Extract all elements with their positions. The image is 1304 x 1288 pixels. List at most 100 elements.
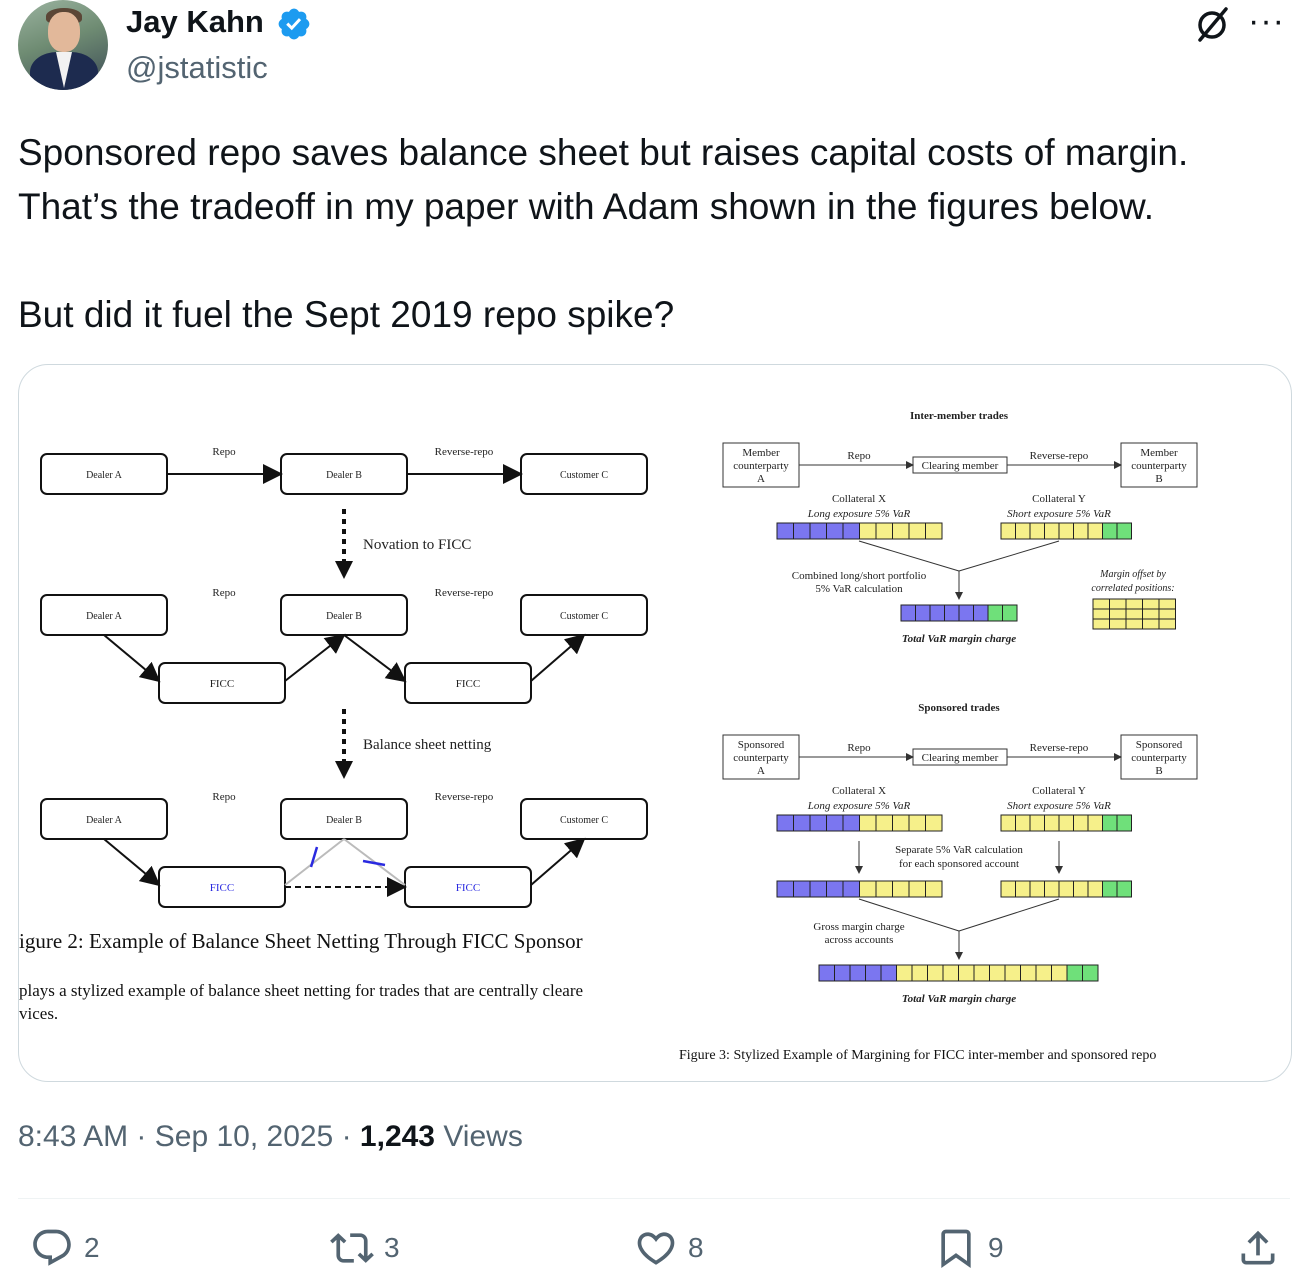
short-exposure: Short exposure 5% VaR [1007, 508, 1111, 520]
bar-cell [1066, 964, 1083, 982]
dealer-a-label: Dealer A [86, 815, 123, 826]
reverse-repo-label: Reverse-repo [435, 791, 494, 803]
bar-cell [927, 964, 944, 982]
separate-short-bar [1000, 880, 1132, 898]
bar-cell [880, 964, 897, 982]
bar-cell [1029, 814, 1045, 832]
tweet-time[interactable]: 8:43 AM [18, 1120, 129, 1153]
tweet-date[interactable]: Sep 10, 2025 [154, 1120, 334, 1153]
like-count: 8 [688, 1232, 704, 1263]
bar-cell [809, 522, 827, 540]
total-var-label: Total VaR margin charge [902, 633, 1016, 645]
combined-label: Combined long/short portfolio [792, 570, 927, 582]
sponsored-cp-b: B [1155, 765, 1162, 777]
tweet-text: Sponsored repo saves balance sheet but r… [18, 132, 1189, 335]
bar-cell [834, 964, 851, 982]
tweet-image[interactable]: Repo Reverse-repo Dealer A Dealer B Cust… [18, 364, 1292, 1082]
like-icon [637, 1232, 675, 1265]
sponsored-cp-a: counterparty [733, 752, 789, 764]
bar-cell [973, 604, 989, 622]
bar-cell [1035, 964, 1052, 982]
bar-cell [1102, 880, 1118, 898]
sponsored-cp-b: Sponsored [1136, 739, 1183, 751]
offset-grid [1092, 598, 1176, 610]
separate-label: for each sponsored account [899, 858, 1019, 870]
grok-icon[interactable] [1192, 4, 1232, 44]
author-name[interactable]: Jay Kahn [126, 4, 264, 39]
figure-3-margining: Inter-member trades Member counterparty … [679, 410, 1198, 1063]
dealer-a-label: Dealer A [86, 611, 123, 622]
ficc-label: FICC [456, 882, 480, 894]
author-handle[interactable]: @jstatistic [126, 50, 268, 85]
figure-3-caption: Figure 3: Stylized Example of Margining … [679, 1048, 1156, 1063]
repo-label: Repo [212, 791, 236, 803]
bar-cell [1116, 522, 1132, 540]
ficc-box [158, 662, 286, 704]
like-button[interactable]: 8 [634, 1226, 704, 1270]
bar-cell [1015, 814, 1031, 832]
bar-cell [929, 604, 945, 622]
customer-c-label: Customer C [560, 611, 608, 622]
repo-label: Repo [847, 742, 871, 754]
bar-cell [849, 964, 866, 982]
bar-cell [1109, 608, 1127, 620]
bar-cell [1073, 522, 1089, 540]
long-exposure: Long exposure 5% VaR [807, 800, 911, 812]
figure-2-body: vices. [19, 1004, 58, 1023]
repost-icon [330, 1233, 374, 1263]
sponsored-cp-b: counterparty [1131, 752, 1187, 764]
reply-icon [33, 1229, 71, 1266]
customer-c-label: Customer C [560, 470, 608, 481]
bar-cell [842, 880, 860, 898]
bar-cell [875, 880, 893, 898]
sponsored-cp-a: A [757, 765, 765, 777]
total-var-label: Total VaR margin charge [902, 993, 1016, 1005]
bookmark-button[interactable]: 9 [934, 1226, 1004, 1270]
bar-cell [925, 522, 943, 540]
bar-cell [875, 522, 893, 540]
collateral-y: Collateral Y [1032, 785, 1086, 797]
repost-button[interactable]: 3 [330, 1226, 400, 1270]
reply-button[interactable]: 2 [30, 1226, 100, 1270]
offset-label: Margin offset by [1099, 569, 1166, 580]
gross-label: across accounts [825, 934, 894, 946]
long-exposure: Long exposure 5% VaR [807, 508, 911, 520]
repo-label: Repo [212, 446, 236, 458]
repo-label: Repo [212, 587, 236, 599]
bar-cell [809, 814, 827, 832]
gross-label: Gross margin charge [813, 921, 904, 933]
ficc-box [404, 662, 532, 704]
ficc-label: FICC [210, 678, 234, 690]
bar-cell [896, 964, 913, 982]
bar-cell [1058, 522, 1074, 540]
avatar[interactable] [18, 0, 108, 90]
short-exposure-bar [1000, 814, 1132, 832]
dealer-b-label: Dealer B [326, 611, 362, 622]
verified-badge-icon [278, 8, 310, 40]
long-exposure-bar [776, 814, 943, 832]
bar-cell [958, 964, 975, 982]
bar-cell [1102, 522, 1118, 540]
collateral-x: Collateral X [832, 493, 886, 505]
bar-cell [1158, 608, 1176, 620]
bar-cell [859, 880, 877, 898]
share-button[interactable] [1236, 1226, 1290, 1270]
collateral-x: Collateral X [832, 785, 886, 797]
dealer-a-label: Dealer A [86, 470, 123, 481]
member-cp-b: Member [1140, 447, 1178, 459]
bar-cell [925, 880, 943, 898]
long-exposure-bar [776, 522, 943, 540]
bar-cell [1116, 814, 1132, 832]
bar-cell [1142, 598, 1160, 610]
offset-grid [1092, 608, 1176, 620]
bar-cell [842, 522, 860, 540]
bar-cell [1020, 964, 1037, 982]
bar-cell [942, 964, 959, 982]
more-icon[interactable]: ··· [1248, 2, 1285, 40]
total-var-bar [900, 604, 1018, 622]
member-cp-a: Member [742, 447, 780, 459]
member-cp-b: B [1155, 473, 1162, 485]
bar-cell [859, 814, 877, 832]
customer-c-label: Customer C [560, 815, 608, 826]
figure-2-body: plays a stylized example of balance shee… [19, 981, 583, 1000]
